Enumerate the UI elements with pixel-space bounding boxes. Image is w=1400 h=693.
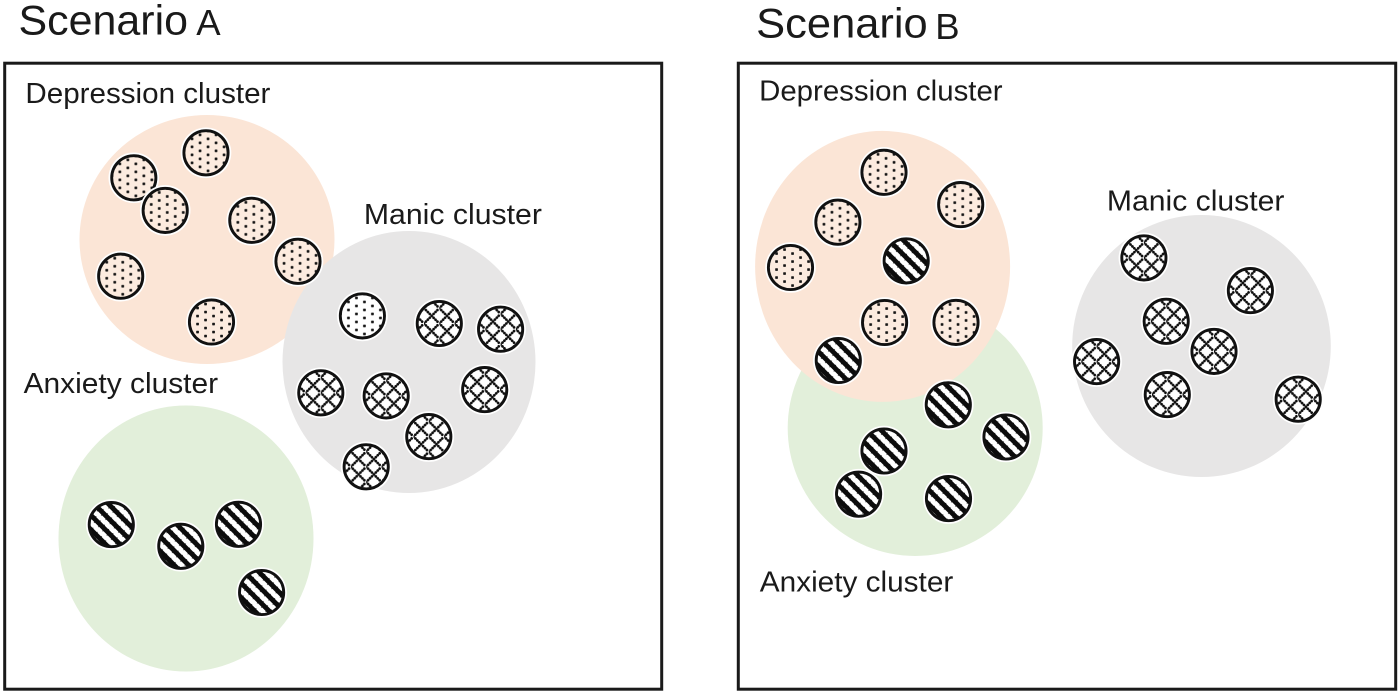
svg-text:B: B (935, 6, 959, 47)
svg-text:Scenario: Scenario (756, 0, 928, 47)
svg-text:A: A (196, 2, 221, 43)
svg-text:Manic cluster: Manic cluster (364, 199, 542, 231)
svg-text:Anxiety cluster: Anxiety cluster (760, 567, 954, 599)
svg-text:Depression cluster: Depression cluster (759, 75, 1003, 107)
svg-text:Anxiety cluster: Anxiety cluster (24, 368, 219, 400)
svg-text:Depression cluster: Depression cluster (25, 78, 270, 110)
svg-text:Scenario: Scenario (19, 0, 189, 44)
svg-text:Manic cluster: Manic cluster (1107, 186, 1285, 218)
